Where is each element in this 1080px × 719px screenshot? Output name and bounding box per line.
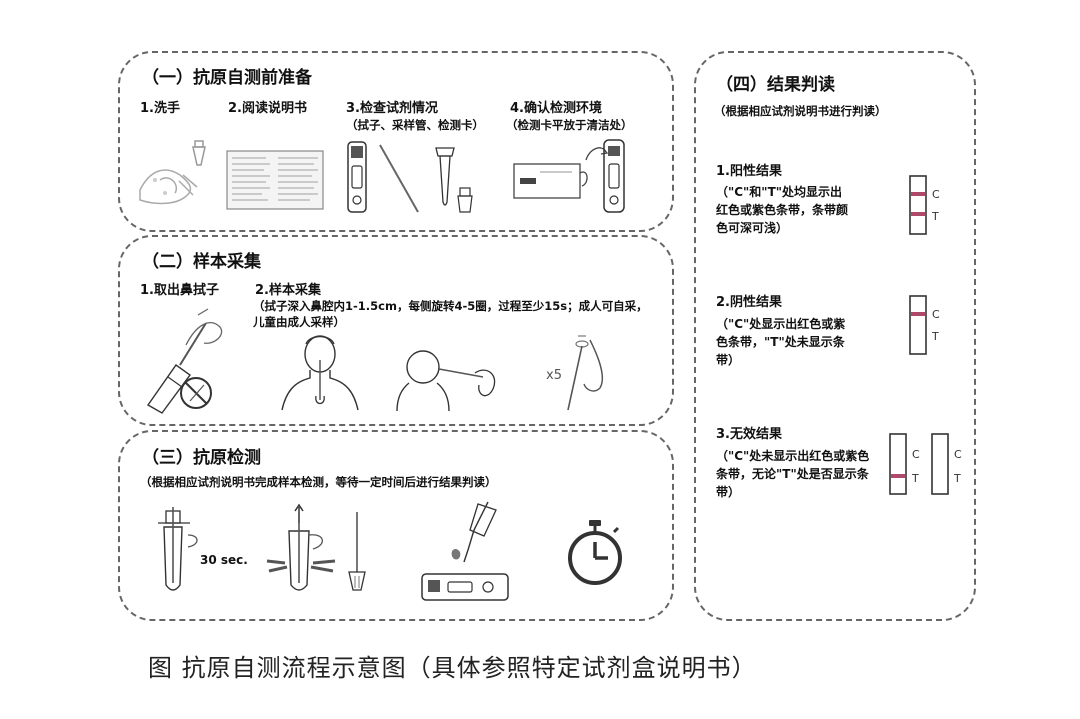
result-invalid-desc: （"C"处未显示出红色或紫色条带，无论"T"处是否显示条带） bbox=[716, 449, 870, 499]
child-sampling-illustration bbox=[396, 350, 496, 412]
section-results-title: （四）结果判读 bbox=[716, 75, 835, 95]
step-collect-sample-note: （拭子深入鼻腔内1-1.5cm，每侧旋转4-5圈，过程至少15s；成人可自采，儿… bbox=[253, 299, 648, 329]
step-take-swab-label: 1.取出鼻拭子 bbox=[140, 283, 219, 298]
result-negative-desc: （"C"处显示出红色或紫色条带，"T"处未显示条带） bbox=[716, 317, 846, 367]
invalid2-c-marker: C bbox=[954, 448, 962, 461]
section-results-panel bbox=[694, 51, 976, 621]
test-kit-illustration bbox=[347, 141, 473, 213]
result-negative-label: 2.阴性结果 bbox=[716, 295, 782, 310]
positive-t-marker: T bbox=[931, 210, 939, 223]
section-prep-panel bbox=[118, 51, 674, 232]
invalid-test-strip-1: C T bbox=[889, 433, 920, 495]
step-check-kit-note: （拭子、采样管、检测卡） bbox=[346, 118, 484, 132]
clean-environment-illustration bbox=[513, 139, 625, 213]
step-check-kit-label: 3.检查试剂情况 bbox=[346, 101, 438, 116]
section-prep-title: （一）抗原自测前准备 bbox=[142, 68, 312, 88]
negative-c-marker: C bbox=[932, 308, 940, 321]
hand-washing-illustration bbox=[139, 140, 206, 205]
invalid-test-strip-2: C T bbox=[931, 433, 962, 495]
section-detection-note: （根据相应试剂说明书完成样本检测，等待一定时间后进行结果判读） bbox=[140, 475, 497, 489]
negative-t-marker: T bbox=[931, 330, 939, 343]
invalid1-c-marker: C bbox=[912, 448, 920, 461]
squeeze-tube-illustration bbox=[266, 503, 336, 591]
invalid2-t-marker: T bbox=[953, 472, 961, 485]
positive-test-strip: C T bbox=[909, 175, 940, 235]
section-results-subtitle: （根据相应试剂说明书进行判读） bbox=[714, 104, 887, 118]
rotate-times-label: x5 bbox=[546, 368, 562, 383]
adult-self-sampling-illustration bbox=[281, 335, 359, 411]
swab-in-tube-illustration bbox=[158, 507, 198, 591]
discard-swab-illustration bbox=[348, 512, 366, 591]
drop-sample-illustration bbox=[421, 501, 509, 601]
positive-c-marker: C bbox=[932, 188, 940, 201]
take-swab-illustration bbox=[146, 308, 223, 414]
instruction-manual-illustration bbox=[226, 150, 324, 210]
step-read-manual-label: 2.阅读说明书 bbox=[228, 101, 307, 116]
section-sampling-title: （二）样本采集 bbox=[142, 252, 261, 272]
result-positive-desc: （"C"和"T"处均显示出红色或紫色条带，条带颜色可深可浅） bbox=[716, 185, 849, 235]
negative-test-strip: C T bbox=[909, 295, 940, 355]
stopwatch-icon bbox=[568, 520, 622, 585]
invalid1-t-marker: T bbox=[911, 472, 919, 485]
section-detection-title: （三）抗原检测 bbox=[142, 448, 261, 468]
result-invalid-label: 3.无效结果 bbox=[716, 427, 782, 442]
result-positive-label: 1.阳性结果 bbox=[716, 164, 782, 179]
nose-rotation-illustration bbox=[567, 335, 604, 411]
section-detection-panel bbox=[118, 430, 674, 621]
step-collect-sample-label: 2.样本采集 bbox=[255, 283, 321, 298]
step-environment-note: （检测卡平放于清洁处） bbox=[506, 118, 633, 132]
step-environment-label: 4.确认检测环境 bbox=[510, 101, 602, 116]
figure-caption: 图 抗原自测流程示意图（具体参照特定试剂盒说明书） bbox=[148, 654, 757, 682]
step-wash-hands-label: 1.洗手 bbox=[140, 101, 180, 116]
timer-label: 30 sec. bbox=[200, 553, 248, 567]
